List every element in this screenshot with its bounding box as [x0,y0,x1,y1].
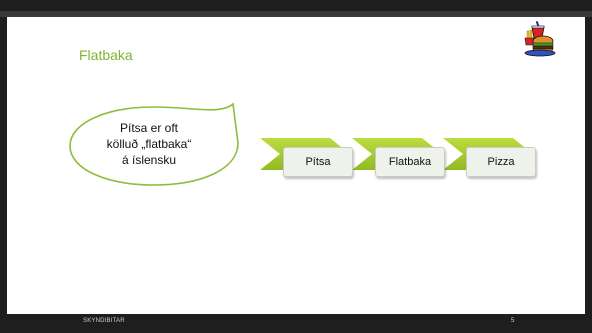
left-frame-bar [0,17,7,314]
footer-bar: SKYNDIBITAR 5 [0,314,592,333]
slide-title: Flatbaka [79,47,133,63]
step-box-pizza: Pizza [466,147,536,177]
top-frame-strip [0,11,592,17]
speech-bubble-shape [69,102,239,186]
speech-bubble-text: Pítsa er oft kölluð „flatbaka“ á íslensk… [64,120,234,168]
footer-text: SKYNDIBITAR [83,318,125,324]
callout-line-1: Pítsa er oft [119,121,179,135]
right-frame-bar [585,17,592,314]
callout-line-2: kölluð „flatbaka“ [106,137,192,151]
step-box-pitsa: Pítsa [283,147,353,177]
page-number: 5 [511,318,515,324]
step-box-flatbaka: Flatbaka [375,147,445,177]
hamburger-fries-drink-icon [524,21,556,57]
callout-line-3: á íslensku [121,153,177,167]
